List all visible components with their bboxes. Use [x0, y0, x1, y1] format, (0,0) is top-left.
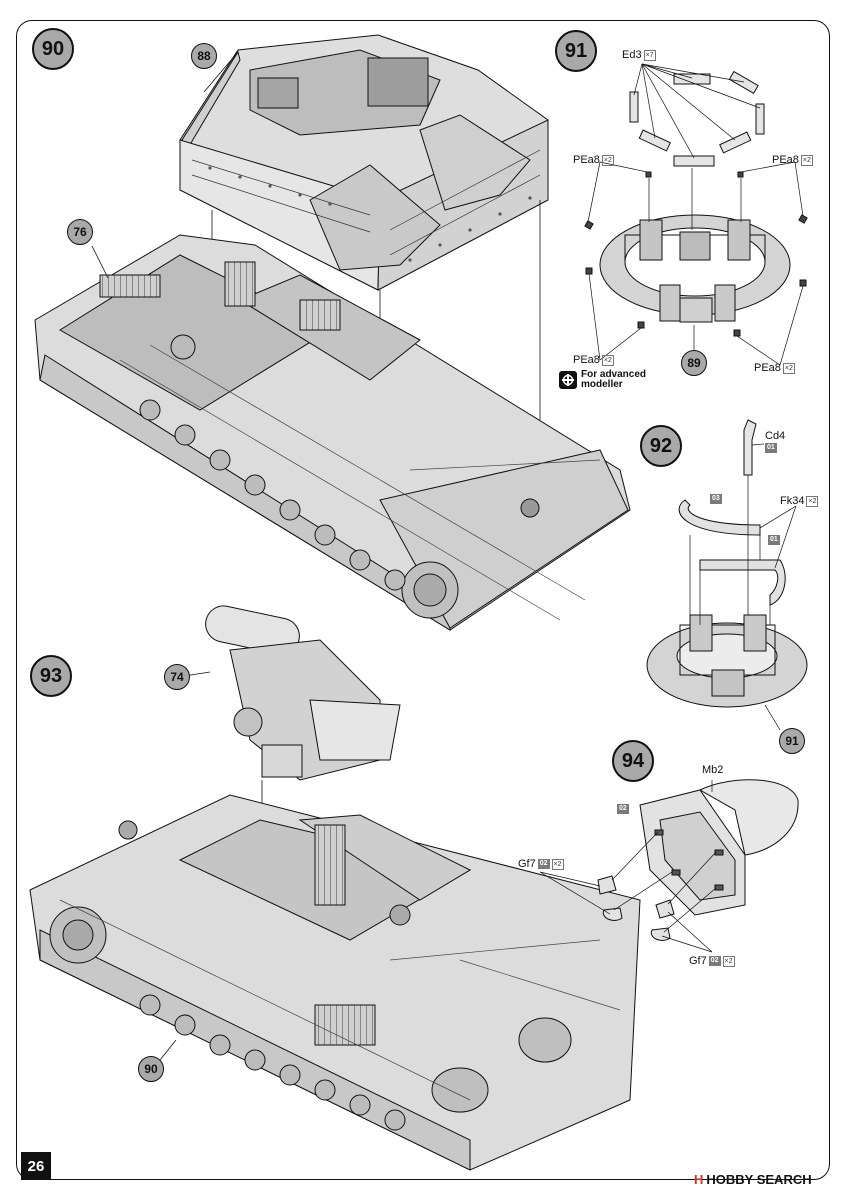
ref-91: 91: [779, 728, 805, 754]
label-cd4: Cd4 01: [765, 430, 785, 453]
step-93-badge: 93: [30, 655, 72, 697]
step-92-badge: 92: [640, 425, 682, 467]
part-name: Cd4: [765, 430, 786, 442]
part-name: PEa8: [772, 154, 799, 166]
part-name: Ed3: [622, 49, 642, 61]
label-pea8-top-left: PEa8 ×2: [573, 154, 614, 166]
sprue-badge-02: 02: [617, 804, 629, 814]
label-pea8-bottom-left: PEa8 ×2: [573, 354, 614, 366]
part-name: PEa8: [573, 354, 600, 366]
step-90-badge: 90: [32, 28, 74, 70]
qty-badge: ×2: [601, 154, 614, 166]
label-pea8-bottom-right: PEa8 ×2: [754, 362, 795, 374]
hull-76-drawing: [34, 234, 631, 631]
sprue-badge-03: 03: [710, 494, 722, 504]
step92-drawing: [646, 419, 808, 731]
step-94-badge: 94: [612, 740, 654, 782]
part-name: PEa8: [573, 154, 600, 166]
label-ed3: Ed3 ×7: [622, 49, 656, 61]
step-91-badge: 91: [555, 30, 597, 72]
page-number: 26: [21, 1152, 51, 1180]
advanced-modeller-icon: [559, 371, 577, 389]
qty-badge: ×2: [806, 495, 819, 507]
ref-89: 89: [681, 350, 707, 376]
qty-badge: ×2: [800, 154, 813, 166]
qty-badge: ×7: [643, 49, 656, 61]
qty-badge: ×2: [601, 354, 614, 366]
page-border: [16, 20, 830, 1180]
part-name: Mb2: [702, 764, 724, 776]
superstructure-88-drawing: [179, 34, 549, 291]
sprue-badge-01: 01: [768, 535, 780, 545]
part-name: Gf7: [689, 955, 707, 967]
step91-drawing: [584, 63, 808, 366]
hull-90-drawing: [29, 794, 641, 1171]
advanced-note-line2: modeller: [581, 379, 623, 390]
label-pea8-top-right: PEa8 ×2: [772, 154, 813, 166]
watermark-text: HOBBY SEARCH: [706, 1172, 812, 1187]
ref-76: 76: [67, 219, 93, 245]
hobby-search-watermark: H HOBBY SEARCH: [694, 1172, 812, 1187]
ref-74: 74: [164, 664, 190, 690]
part-name: PEa8: [754, 362, 781, 374]
hobby-search-logo-icon: H: [694, 1172, 704, 1187]
label-fk34: Fk34 ×2: [780, 495, 819, 507]
label-mb2: Mb2: [702, 764, 723, 776]
label-gf7-right: Gf7 02 ×2: [689, 955, 735, 967]
qty-badge: ×2: [722, 955, 735, 967]
ref-88: 88: [191, 43, 217, 69]
gun-74-drawing: [205, 605, 401, 920]
advanced-note-line1: For advanced: [581, 369, 647, 380]
part-name: Gf7: [518, 858, 536, 870]
ref-90: 90: [138, 1056, 164, 1082]
label-gf7-left: Gf7 02 ×2: [518, 858, 564, 870]
step94-drawing: [539, 779, 799, 953]
advanced-modeller-note: For advanced modeller: [559, 370, 646, 390]
sprue-badge: 02: [708, 956, 721, 966]
sprue-badge: 01: [765, 443, 777, 453]
part-name: Fk34: [780, 495, 805, 507]
qty-badge: ×2: [551, 858, 564, 870]
sprue-badge: 02: [537, 859, 550, 869]
qty-badge: ×2: [782, 362, 795, 374]
